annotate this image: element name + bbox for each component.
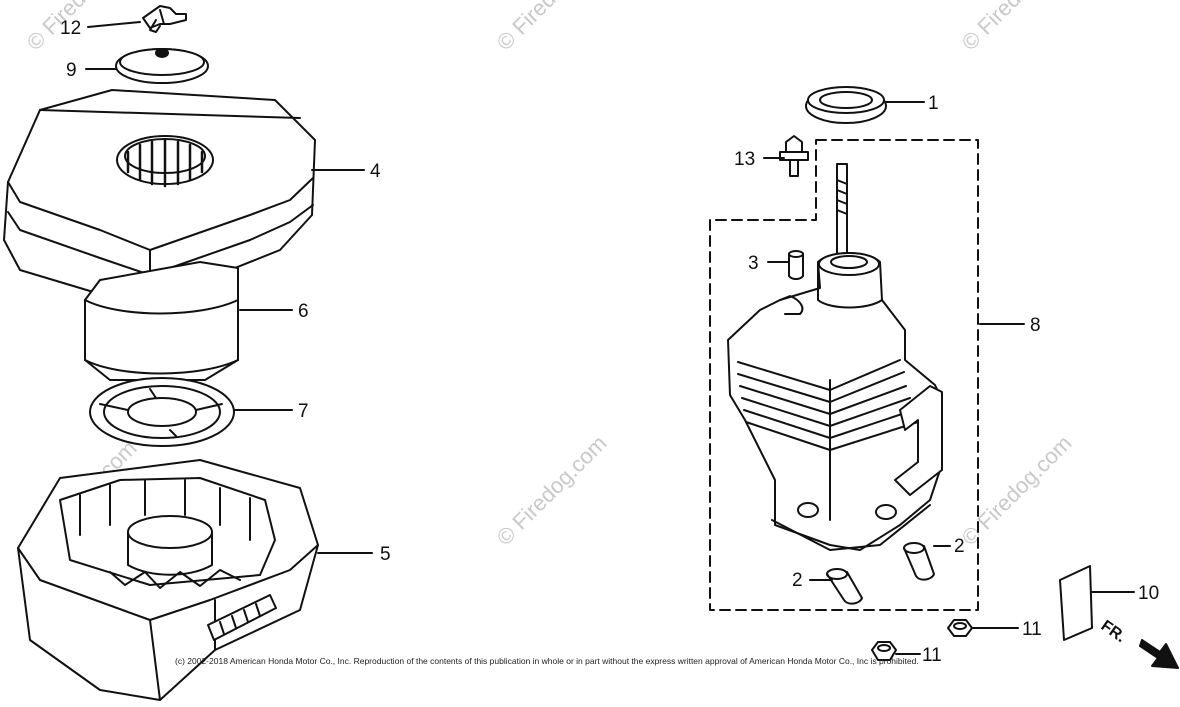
callout-11-right: 11 bbox=[1022, 619, 1042, 640]
callout-4: 4 bbox=[370, 161, 381, 182]
callout-13: 13 bbox=[734, 149, 755, 170]
callout-8: 8 bbox=[1030, 315, 1041, 336]
callout-12: 12 bbox=[60, 18, 81, 39]
callout-11-left: 11 bbox=[922, 645, 942, 666]
part-7-grommet bbox=[89, 377, 235, 447]
callout-6: 6 bbox=[298, 301, 309, 322]
part-11-nut-right bbox=[947, 619, 973, 637]
part-1-gasket bbox=[805, 86, 887, 124]
part-12-wing-nut bbox=[142, 5, 187, 33]
front-direction-indicator: FR. bbox=[1098, 617, 1179, 669]
part-6-element bbox=[84, 261, 239, 381]
part-9-cap bbox=[115, 48, 209, 84]
part-11-nut-left bbox=[871, 641, 897, 661]
callout-5: 5 bbox=[380, 544, 391, 565]
part-3-dowel bbox=[788, 250, 804, 280]
callout-9: 9 bbox=[66, 60, 77, 81]
copyright-notice: (c) 2002-2018 American Honda Motor Co., … bbox=[175, 656, 919, 666]
part-8-bracket bbox=[709, 139, 979, 611]
callout-3: 3 bbox=[748, 253, 759, 274]
part-5-case bbox=[17, 459, 319, 701]
part-2-pin-right bbox=[903, 542, 935, 581]
callout-7: 7 bbox=[298, 401, 309, 422]
callout-2-right: 2 bbox=[954, 536, 965, 557]
leader-lines-right bbox=[763, 101, 1135, 655]
leader-lines-left bbox=[85, 21, 373, 554]
front-label: FR. bbox=[1098, 617, 1129, 646]
part-4-cover bbox=[3, 89, 316, 301]
callout-1: 1 bbox=[928, 93, 939, 114]
front-arrow-icon bbox=[1139, 639, 1179, 669]
part-2-pin-left bbox=[826, 568, 863, 605]
part-10-label bbox=[1059, 565, 1093, 641]
part-13-bolt bbox=[779, 135, 809, 177]
cylinder-body bbox=[727, 252, 943, 551]
callout-2-left: 2 bbox=[792, 570, 803, 591]
callout-10: 10 bbox=[1138, 583, 1159, 604]
